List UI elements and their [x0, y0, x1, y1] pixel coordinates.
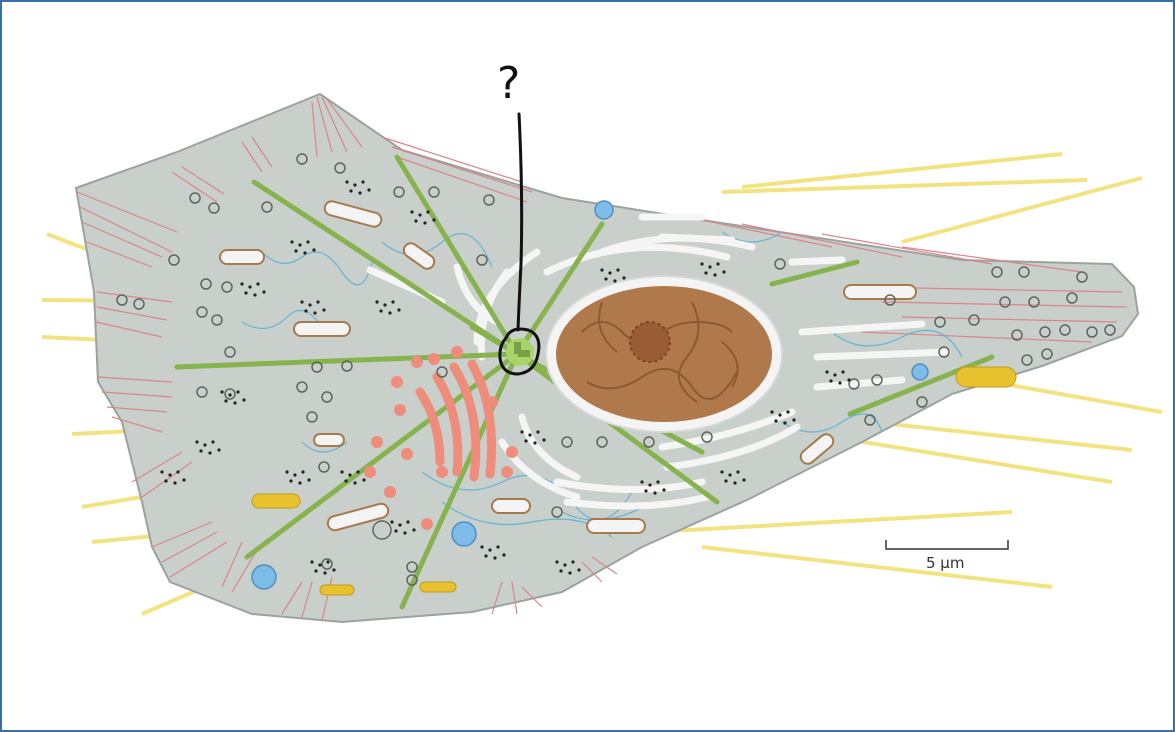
mitochondria: [219, 200, 917, 534]
actin-bundles: [76, 96, 1128, 621]
annotation-question-mark: ?: [497, 58, 520, 109]
golgi-vesicles: [364, 346, 518, 530]
annotation: ?: [497, 58, 541, 376]
vesicles: [251, 200, 929, 590]
annotation-pointer-line: [516, 112, 524, 332]
scale-bar-label: 5 µm: [926, 554, 964, 572]
golgi-apparatus: [415, 359, 496, 482]
nucleus: [545, 275, 783, 433]
nucleolus: [629, 321, 671, 363]
annotation-circle: [498, 327, 541, 376]
small-vesicles: [116, 153, 1116, 586]
centrosome: [506, 338, 534, 366]
lysosomes: [251, 366, 1017, 596]
ribosomes: [160, 180, 851, 575]
scale-bar: 5 µm: [885, 540, 1009, 572]
